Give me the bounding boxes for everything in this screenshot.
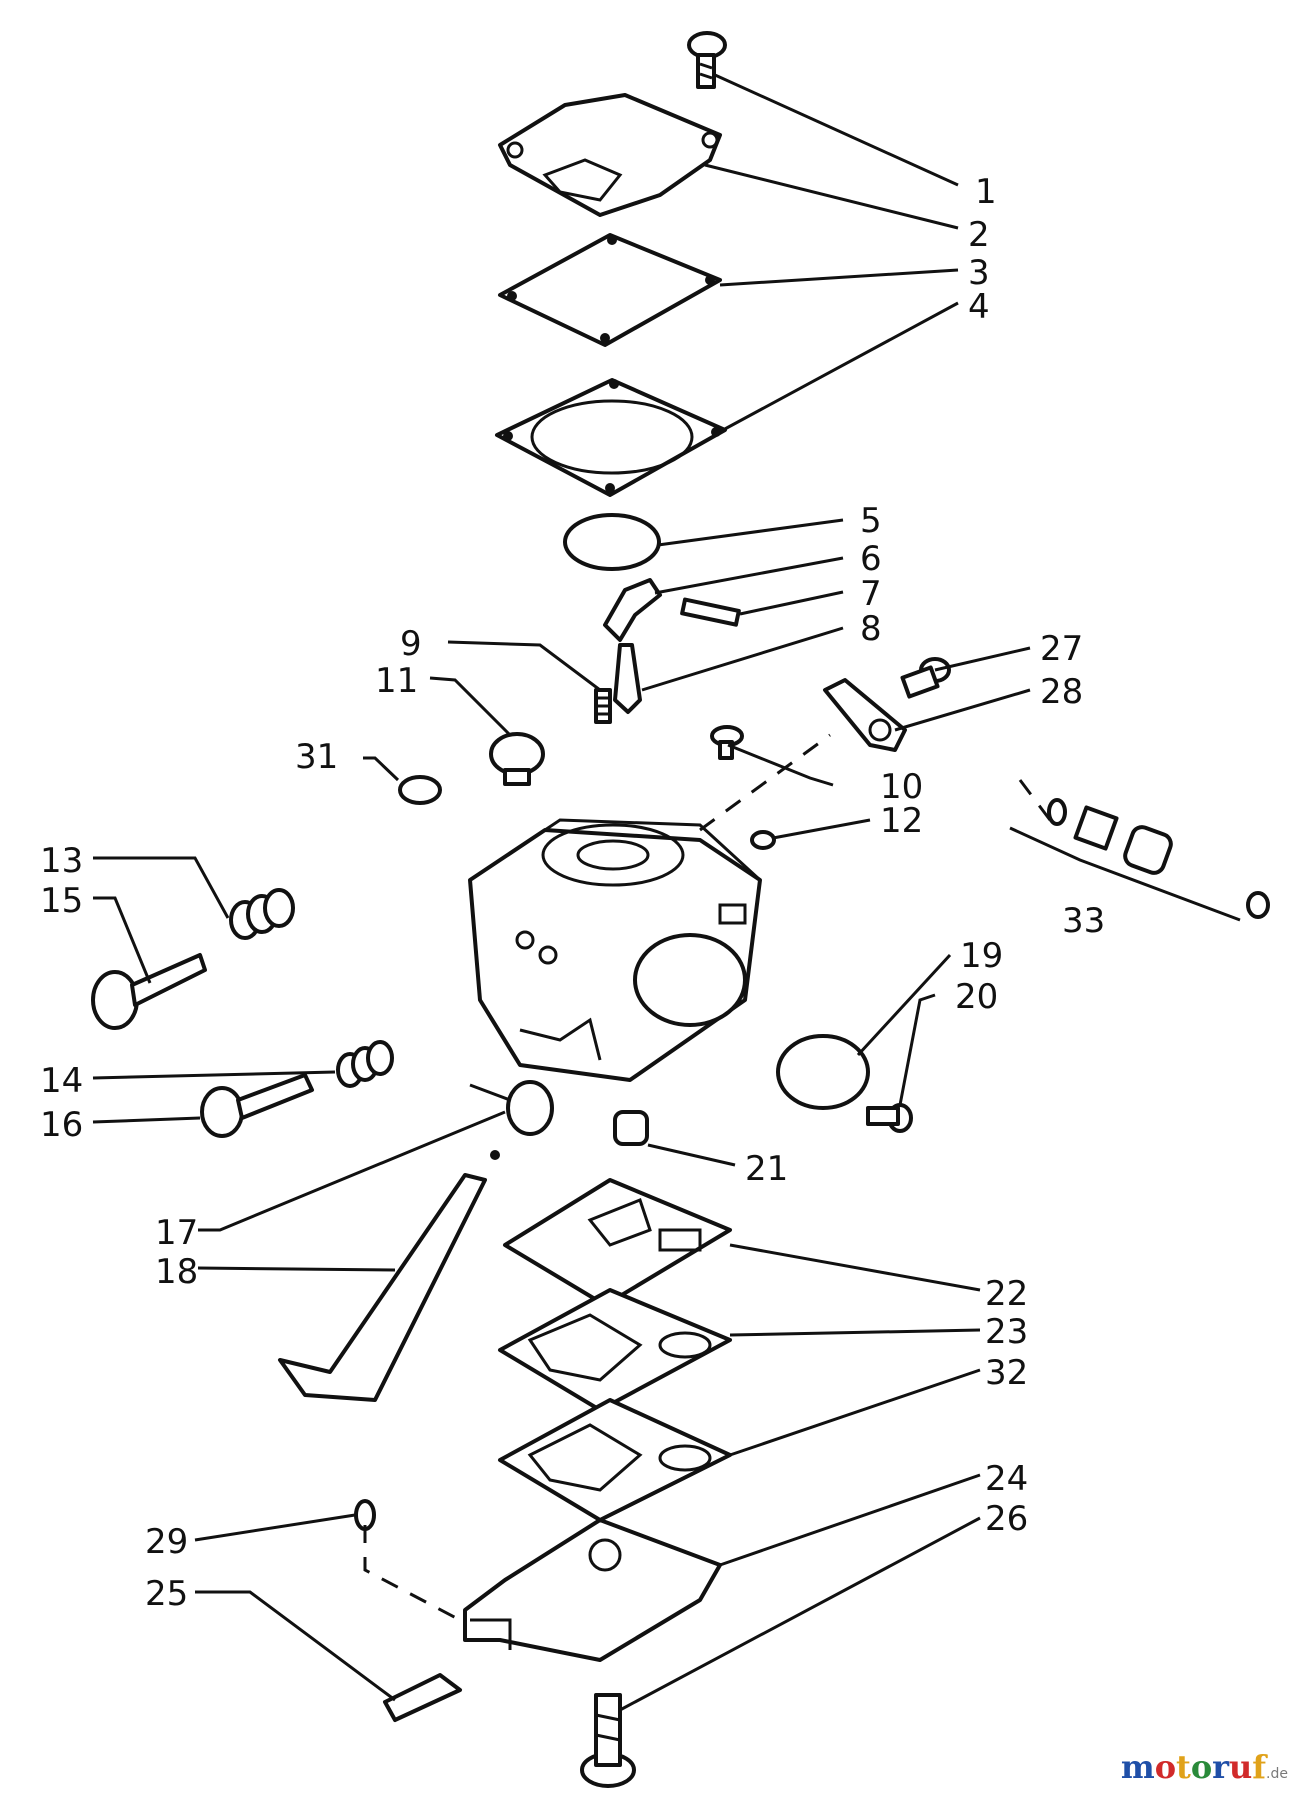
label-part-28: 28 — [1040, 672, 1083, 712]
part-carburetor-body — [468, 818, 762, 1082]
label-part-20: 20 — [955, 977, 998, 1017]
label-part-27: 27 — [1040, 629, 1083, 669]
label-part-2: 2 — [968, 215, 990, 255]
label-part-11: 11 — [375, 661, 418, 701]
label-part-6: 6 — [860, 539, 882, 579]
part-number-labels: 1 2 3 4 5 6 7 8 9 10 11 12 13 14 15 16 1… — [40, 172, 1105, 1614]
label-part-8: 8 — [860, 609, 882, 649]
label-part-7: 7 — [860, 574, 882, 614]
watermark-letter-2: t — [1176, 1748, 1191, 1786]
label-part-25: 25 — [145, 1574, 188, 1614]
label-part-29: 29 — [145, 1522, 188, 1562]
part-14-spring — [336, 1040, 394, 1088]
part-15-screw — [91, 953, 207, 1030]
part-3-diaphragm — [498, 233, 722, 347]
watermark-letter-4: r — [1212, 1748, 1230, 1786]
label-part-4: 4 — [968, 287, 990, 327]
leader-lines — [92, 73, 1241, 1712]
part-25-needle — [383, 1673, 462, 1722]
label-part-14: 14 — [40, 1061, 83, 1101]
part-10-screw — [710, 725, 744, 760]
label-part-9: 9 — [400, 624, 422, 664]
part-29-check — [354, 1499, 376, 1531]
label-part-31: 31 — [295, 737, 338, 777]
label-part-5: 5 — [860, 501, 882, 541]
label-part-12: 12 — [880, 801, 923, 841]
part-2-cover — [498, 93, 722, 217]
label-part-33: 33 — [1062, 901, 1105, 941]
part-23-gasket — [498, 1288, 732, 1412]
part-18-lever — [278, 1173, 487, 1402]
label-part-15: 15 — [40, 881, 83, 921]
label-part-23: 23 — [985, 1312, 1028, 1352]
label-part-16: 16 — [40, 1105, 83, 1145]
dashed-guide-lines — [363, 733, 1052, 1622]
label-part-10: 10 — [880, 767, 923, 807]
part-28-plate — [823, 678, 907, 752]
watermark-letter-5: u — [1229, 1748, 1253, 1786]
part-31-welch-plug — [398, 775, 442, 805]
part-6-lever — [603, 578, 662, 642]
part-13-spring — [229, 888, 295, 940]
part-16-screw — [200, 1073, 314, 1138]
part-33-shaft — [1047, 798, 1270, 919]
label-part-22: 22 — [985, 1274, 1028, 1314]
part-19-disc — [776, 1034, 870, 1110]
part-11-plug — [489, 732, 545, 786]
watermark-logo-text: motoruf — [1121, 1748, 1266, 1786]
part-32-diaphragm — [498, 1398, 732, 1522]
watermark-letter-0: m — [1120, 1748, 1155, 1786]
part-4-gasket — [495, 378, 727, 497]
watermark-letter-1: o — [1154, 1748, 1177, 1786]
part-8-needle — [613, 643, 642, 714]
label-part-19: 19 — [960, 936, 1003, 976]
part-17-filter — [469, 1080, 554, 1160]
label-part-26: 26 — [985, 1499, 1028, 1539]
part-9-spring — [594, 688, 612, 724]
part-22-pump-plate — [503, 1178, 732, 1307]
label-part-3: 3 — [968, 253, 990, 293]
watermark-letter-6: f — [1252, 1748, 1267, 1786]
part-21-cap — [613, 1110, 649, 1146]
label-part-18: 18 — [155, 1252, 198, 1292]
label-part-1: 1 — [975, 172, 997, 212]
part-27-screw — [900, 657, 951, 699]
part-26-screw — [580, 1693, 636, 1788]
part-5-disc — [563, 513, 661, 571]
part-24-cover — [463, 1518, 722, 1662]
label-part-21: 21 — [745, 1149, 788, 1189]
label-part-32: 32 — [985, 1353, 1028, 1393]
label-part-24: 24 — [985, 1459, 1028, 1499]
part-20-screw — [866, 1103, 913, 1133]
part-7-pin — [680, 597, 741, 627]
label-part-17: 17 — [155, 1213, 198, 1253]
motoruf-watermark: motoruf.de — [1121, 1748, 1288, 1786]
part-1-screw — [687, 31, 727, 89]
watermark-domain-suffix: .de — [1266, 1766, 1288, 1782]
label-part-13: 13 — [40, 841, 83, 881]
watermark-letter-3: o — [1190, 1748, 1213, 1786]
part-12-clip — [750, 830, 776, 850]
